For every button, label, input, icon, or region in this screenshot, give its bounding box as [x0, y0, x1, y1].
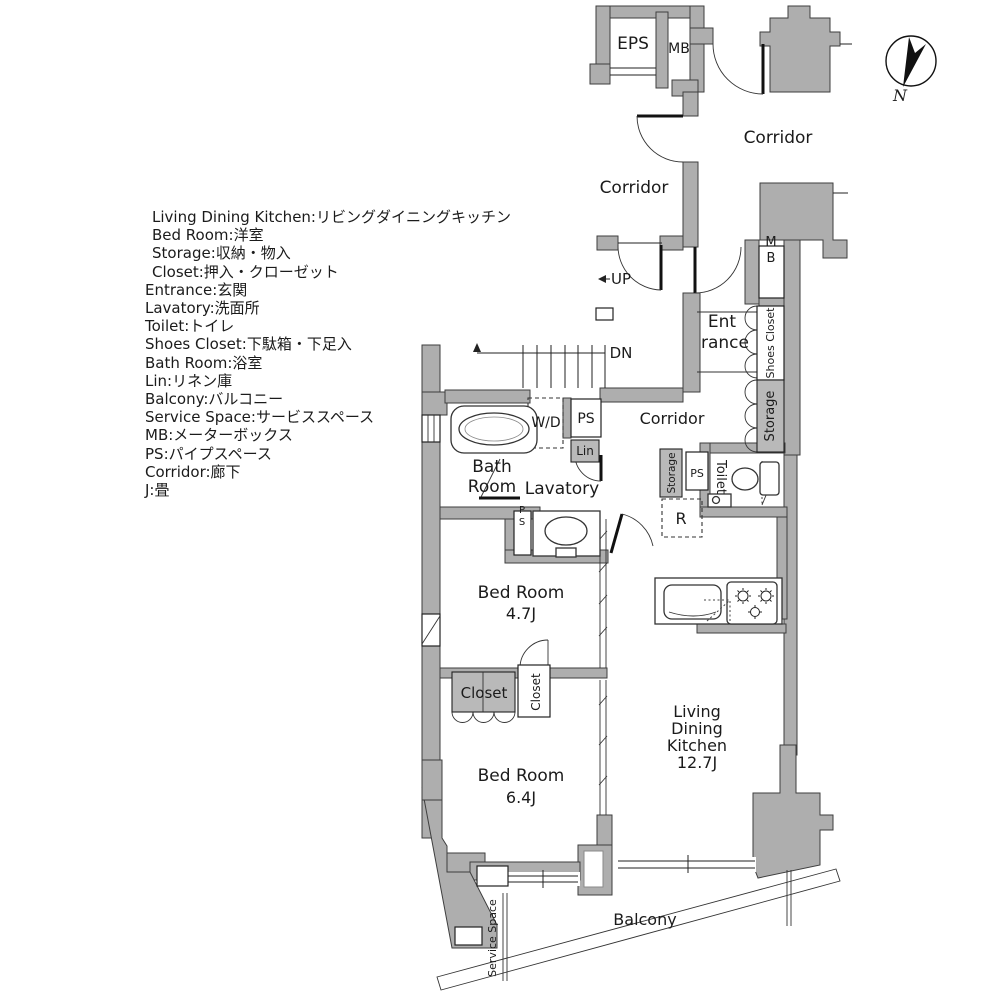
elevator-shaft: [759, 5, 841, 93]
bedroom-large-name: Bed Room: [478, 766, 565, 786]
closet-side-box: [517, 664, 551, 718]
bedroom-large-size: 6.4J: [506, 788, 536, 807]
closet-main-label: Closet: [461, 684, 508, 702]
kitchen-ps-box: [685, 451, 709, 491]
up-arrow-icon: [598, 275, 606, 283]
compass-needle-icon: [903, 37, 926, 87]
legend-line: MB:メーターボックス: [145, 426, 293, 445]
legend-line: Lin:リネン庫: [145, 371, 233, 390]
legend-line: Service Space:サービススペース: [145, 408, 375, 427]
kitchen-ps-label: PS: [690, 467, 704, 480]
legend-line: Storage:収納・物入: [152, 244, 291, 263]
bedroom-small-size: 4.7J: [506, 604, 536, 623]
windows: [421, 414, 756, 888]
ldk-size: 12.7J: [677, 753, 717, 772]
legend-line: Bath Room:浴室: [145, 353, 263, 372]
legend-line: Bed Room:洋室: [152, 226, 264, 245]
eps-label: EPS: [617, 34, 649, 54]
washer-dryer-box: [527, 397, 564, 449]
corridor-lower-label: Corridor: [600, 178, 669, 198]
entry-storage-box: [756, 379, 785, 453]
entrance-label-1: Ent: [708, 312, 737, 332]
ldk-label-2: Dining: [671, 719, 723, 738]
kitchen-storage-label: Storage: [666, 452, 678, 493]
stairs: [473, 43, 852, 388]
dn-label: DN: [610, 344, 633, 362]
kitchen-counter-icon: [654, 577, 783, 625]
labels: EPS MB Corridor Corridor UP DN MB Ent ra…: [461, 34, 813, 977]
legend-line: Balcony:バルコニー: [145, 390, 284, 409]
bedroom-small-name: Bed Room: [478, 583, 565, 603]
toilet-label: Toilet: [713, 459, 728, 494]
kitchen-storage-box: [659, 448, 683, 498]
bathtub-icon: [450, 405, 538, 454]
stair-landing-marker: [595, 307, 614, 321]
mb-side-label: MB: [764, 235, 779, 267]
up-label: UP: [611, 270, 631, 288]
partition-bedroom-large: [598, 680, 608, 815]
entrance-label-2: rance: [701, 333, 749, 353]
toilet-icon: [707, 461, 780, 508]
ldk-label-3: Kitchen: [667, 736, 727, 755]
boxes: [451, 245, 785, 718]
bedroom-small-vent: [421, 613, 441, 647]
legend-line: Closet:押入・クローゼット: [152, 262, 339, 281]
closet-main-box: [451, 671, 516, 713]
bedroom-large-window: [506, 870, 580, 888]
ldk-window: [615, 855, 756, 873]
pipe-space-small-label: PS: [517, 505, 528, 529]
legend-line: Lavatory:洗面所: [145, 299, 260, 318]
neighbor-structure: [421, 787, 498, 949]
linen-box: [570, 439, 600, 463]
corridor-upper-label: Corridor: [744, 128, 813, 148]
mb-box: [758, 245, 785, 299]
pipe-space-small-box: [513, 510, 532, 556]
linen-label: Lin: [576, 444, 594, 458]
legend-line: PS:パイプスペース: [145, 444, 272, 463]
pipe-space-box: [570, 398, 602, 438]
wall-window-box: [476, 865, 509, 887]
refrigerator-label: R: [675, 509, 686, 528]
corridor-inner-label: Corridor: [640, 409, 705, 428]
legend: Living Dining Kitchen:リビングダイニングキッチン Bed …: [145, 208, 511, 499]
washer-dryer-label: W/D: [531, 415, 560, 431]
legend-line: Entrance:玄関: [145, 280, 248, 299]
compass: N: [885, 35, 937, 105]
service-space-label: Service Space: [486, 899, 499, 977]
legend-line: Living Dining Kitchen:リビングダイニングキッチン: [152, 208, 511, 226]
outdoor-unit: [454, 926, 483, 946]
pillar-south-east: [752, 744, 834, 879]
balcony-railing: [436, 868, 841, 991]
pipe-space-label: PS: [577, 411, 594, 427]
legend-line: Toilet:トイレ: [145, 317, 235, 336]
entry-storage-label: Storage: [763, 391, 778, 442]
bath-label-1: Bath: [472, 457, 512, 477]
pillar-inset: [583, 850, 604, 888]
legend-line: Corridor:廊下: [145, 462, 241, 481]
fixtures: [450, 405, 783, 625]
legend-line: J:畳: [145, 481, 170, 500]
stove-burners: [735, 588, 774, 619]
lavatory-label: Lavatory: [525, 479, 599, 499]
shoes-closet-label: Shoes Closet: [764, 307, 777, 379]
washbasin-icon: [532, 510, 601, 558]
balcony-label: Balcony: [613, 910, 676, 929]
mb-top-label: MB: [668, 41, 690, 57]
ldk-label-1: Living: [673, 702, 721, 721]
compass-north-label: N: [892, 86, 908, 105]
closet-side-label: Closet: [529, 673, 543, 711]
refrigerator-box: [661, 498, 703, 538]
legend-line: Shoes Closet:下駄箱・下足入: [145, 335, 352, 354]
balcony-structure: [436, 868, 841, 991]
bath-window: [421, 414, 441, 443]
shoes-closet-box: [756, 305, 785, 381]
bath-label-2: Room: [468, 477, 516, 497]
walls: [421, 5, 848, 949]
